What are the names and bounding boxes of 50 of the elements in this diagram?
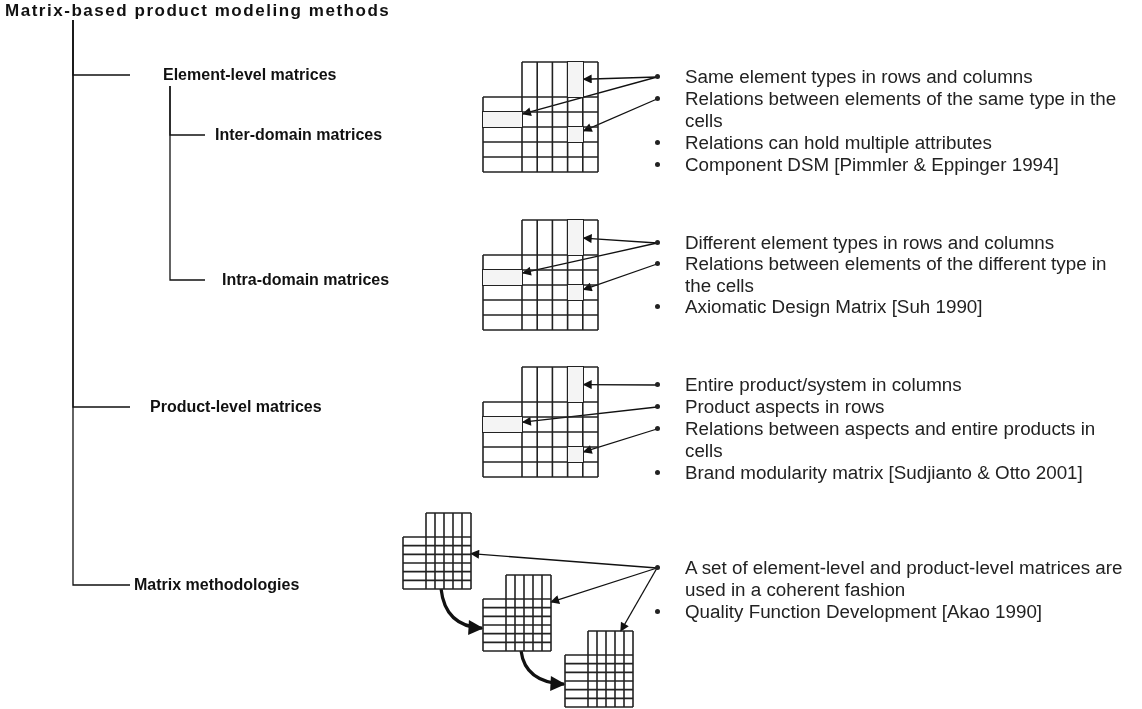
tree-line bbox=[169, 85, 206, 281]
matrix-cell bbox=[566, 446, 584, 463]
matrix-cell bbox=[566, 61, 584, 98]
bullet-text: Relations can hold multiple attributes bbox=[685, 132, 992, 154]
arrow bbox=[521, 406, 658, 426]
tree-line bbox=[72, 19, 131, 586]
matrix-cell bbox=[482, 269, 523, 286]
bullet-text: Brand modularity matrix [Sudjianto & Otto 2001] bbox=[685, 462, 1083, 484]
arrow bbox=[582, 380, 658, 390]
matrix-cell bbox=[482, 111, 523, 128]
matrix-drawing bbox=[565, 631, 633, 707]
tree-root-label: Matrix-based product modeling methods bbox=[5, 2, 391, 20]
arrow bbox=[550, 567, 658, 604]
arrow bbox=[582, 74, 658, 84]
matrix-drawing bbox=[483, 220, 598, 330]
arrow bbox=[582, 98, 658, 132]
branch-label: Product-level matrices bbox=[130, 396, 322, 418]
arrow bbox=[582, 234, 658, 244]
bullet-text: Relations between aspects and entire products in cells bbox=[685, 418, 1097, 462]
arrow bbox=[620, 567, 658, 632]
matrix-cell bbox=[566, 284, 584, 301]
curved-arrow bbox=[519, 650, 566, 691]
matrix-drawing bbox=[403, 513, 471, 589]
matrix-drawing bbox=[483, 575, 551, 651]
arrow bbox=[470, 549, 658, 569]
matrix-cell bbox=[566, 366, 584, 403]
arrow bbox=[582, 428, 658, 454]
branch-label: Element-level matrices bbox=[130, 64, 337, 86]
arrow bbox=[582, 263, 658, 292]
bullet-text: Relations between elements of the same type in the cells bbox=[685, 88, 1118, 132]
arrow bbox=[521, 242, 658, 276]
branch-label: Inter-domain matrices bbox=[205, 124, 383, 146]
bullet-text: Product aspects in rows bbox=[685, 396, 885, 418]
matrix-cell bbox=[482, 416, 523, 433]
bullet-text: A set of element-level and product-level matrices are used in a coherent fashion bbox=[685, 557, 1124, 601]
matrix-drawing bbox=[483, 367, 598, 477]
bullet-text: Entire product/system in columns bbox=[685, 374, 962, 396]
matrix-cell bbox=[566, 219, 584, 256]
bullet-text: Relations between elements of the different type in the cells bbox=[685, 253, 1108, 297]
branch-label: Intra-domain matrices bbox=[205, 269, 390, 291]
bullet-text: Different element types in rows and columns bbox=[685, 232, 1055, 254]
branch-label: Matrix methodologies bbox=[130, 574, 300, 596]
curved-arrow bbox=[439, 588, 484, 635]
bullet-text: Axiomatic Design Matrix [Suh 1990] bbox=[685, 296, 983, 318]
arrow bbox=[521, 76, 658, 117]
matrix-drawing bbox=[483, 62, 598, 172]
bullet-text: Same element types in rows and columns bbox=[685, 66, 1033, 88]
bullet-text: Quality Function Development [Akao 1990] bbox=[685, 601, 1043, 623]
bullet-text: Component DSM [Pimmler & Eppinger 1994] bbox=[685, 154, 1059, 176]
matrix-cell bbox=[566, 126, 584, 143]
